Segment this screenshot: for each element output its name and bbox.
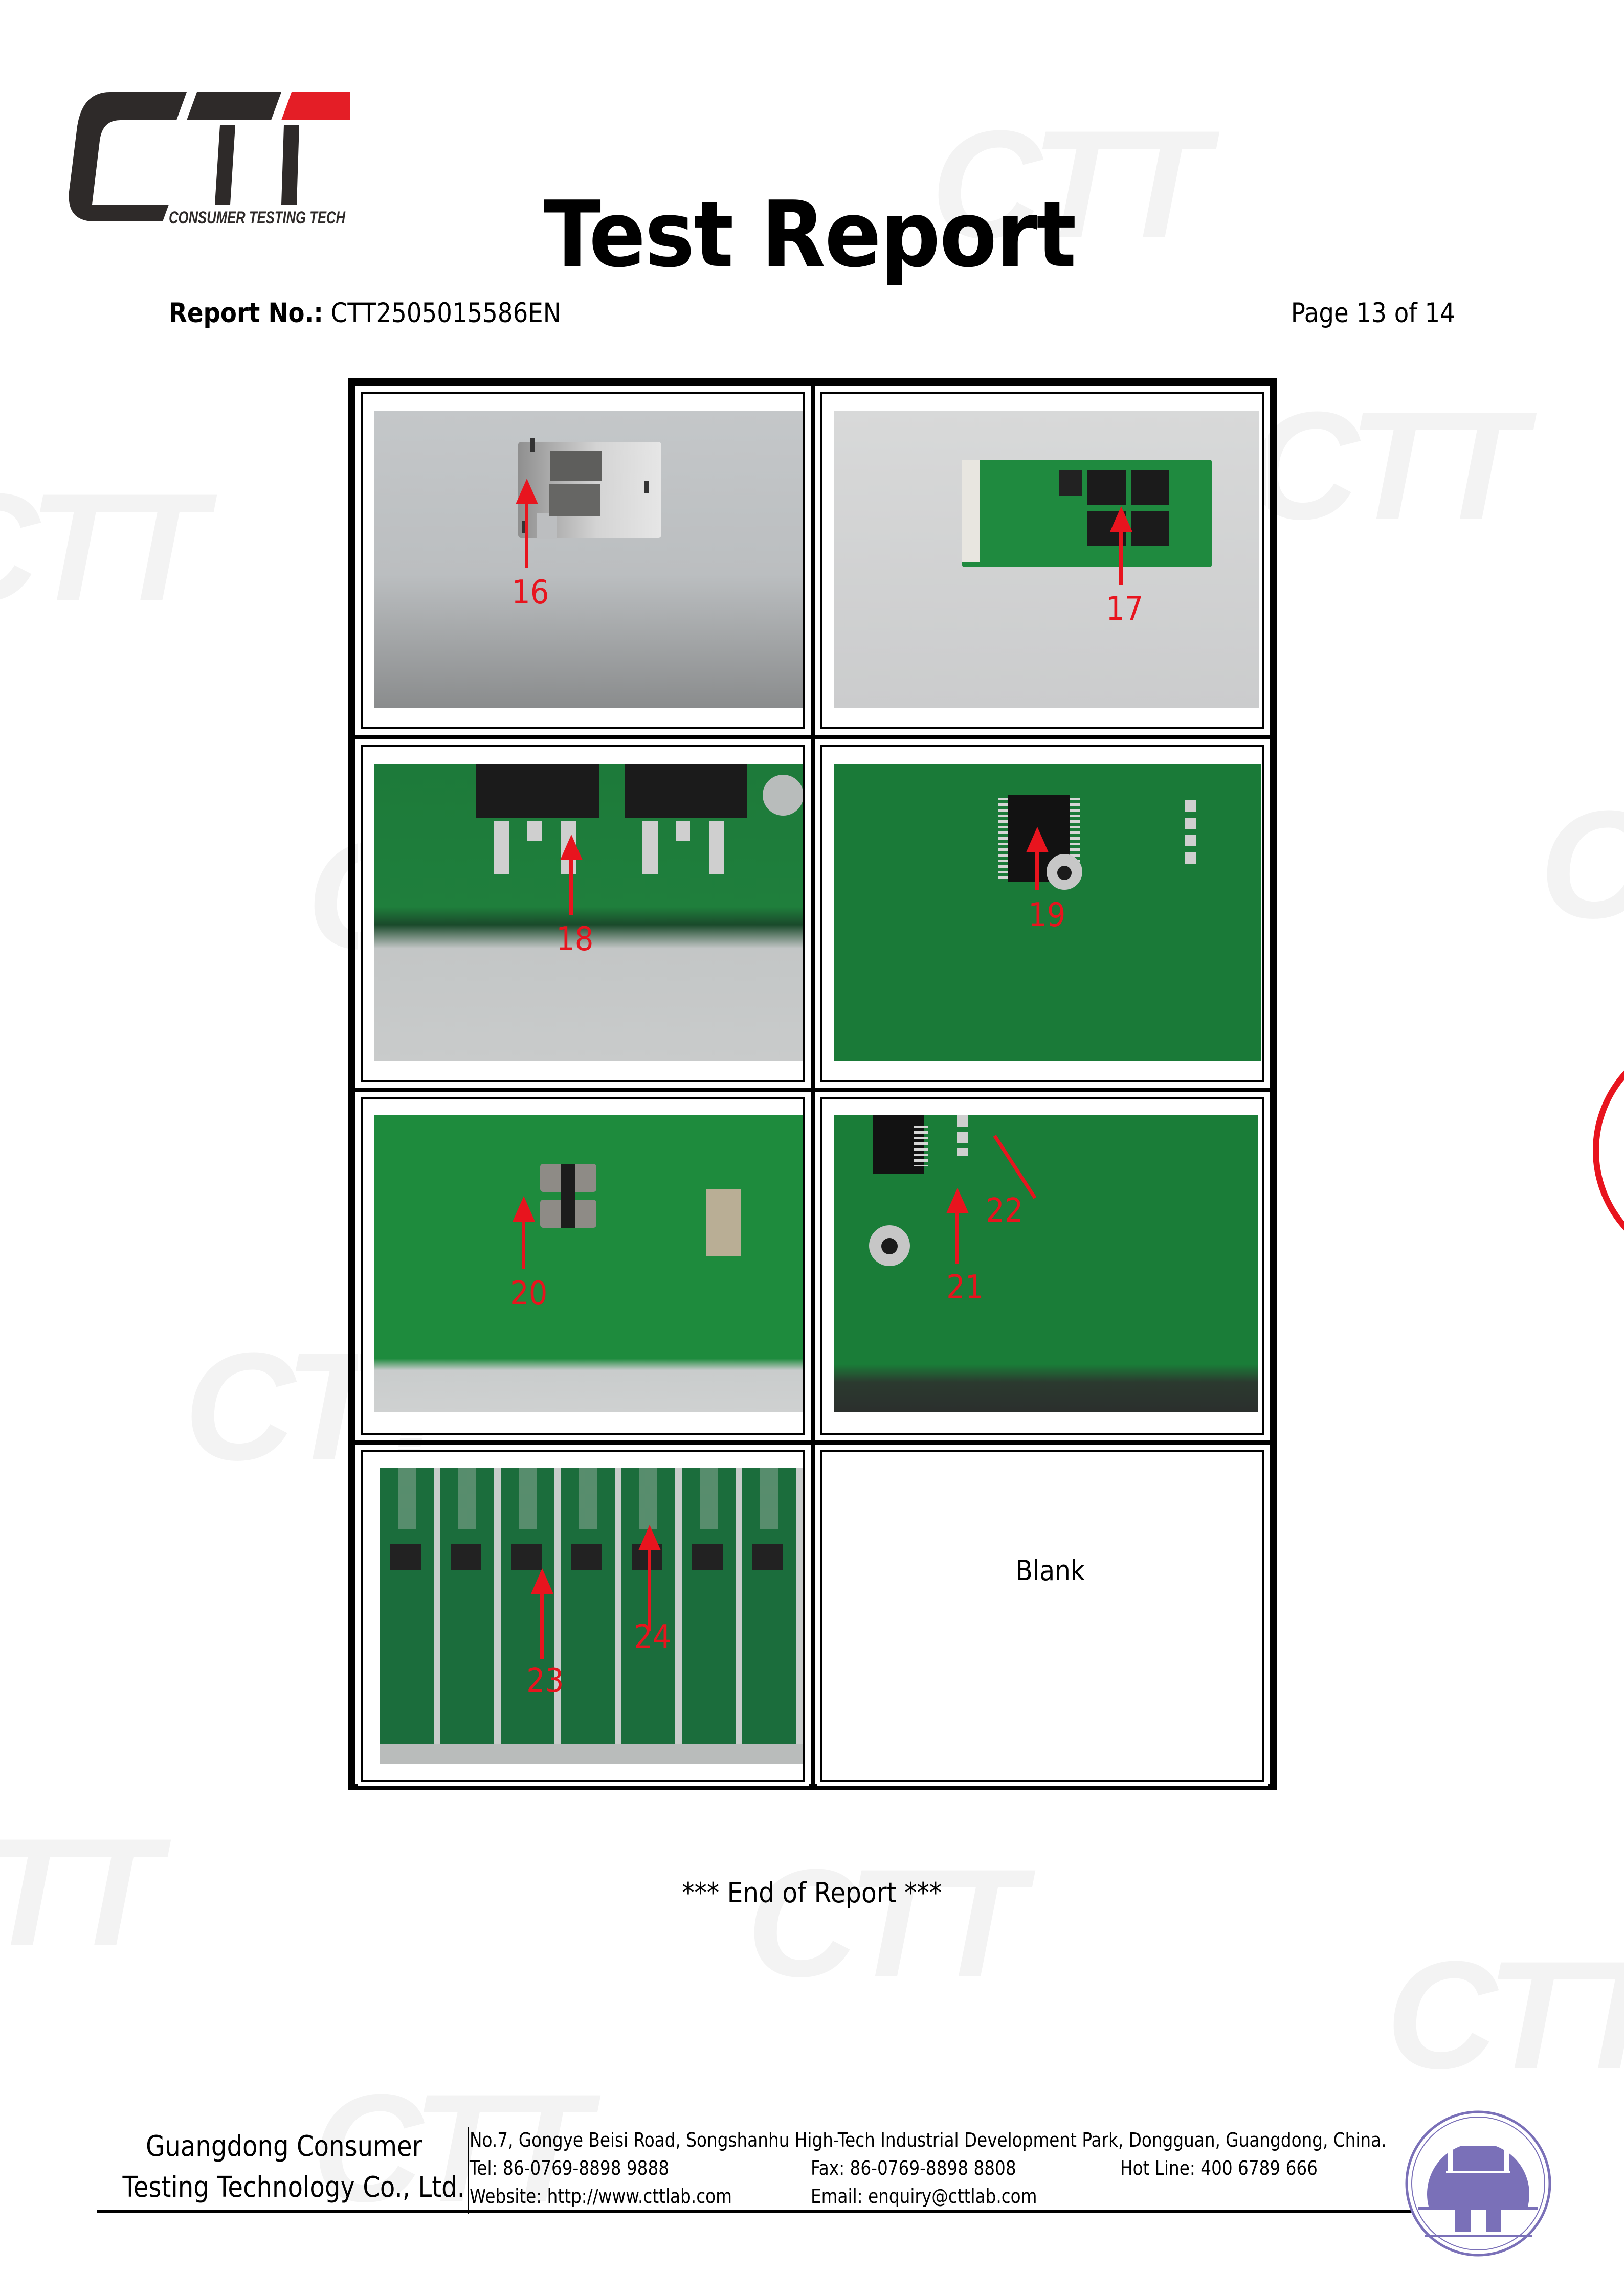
photo-cell-23-24: 23 24 <box>353 1443 813 1790</box>
page-title: Test Report <box>543 182 1076 287</box>
photo-table: 16 17 <box>348 378 1277 1790</box>
watermark: CTT <box>0 461 206 633</box>
svg-text:CONSUMER TESTING TECH: CONSUMER TESTING TECH <box>169 208 346 228</box>
end-of-report: *** End of Report *** <box>682 1877 942 1909</box>
watermark: CTT <box>1386 1929 1624 2101</box>
photo-cell-18: 18 <box>353 737 813 1090</box>
callout-23: 23 <box>526 1662 564 1700</box>
footer-fax: Fax: 86-0769-8898 8808 <box>811 2157 1016 2179</box>
watermark: CTT <box>312 2062 590 2234</box>
footer-tel: Tel: 86-0769-8898 9888 <box>470 2157 670 2179</box>
callout-16: 16 <box>511 574 549 612</box>
photo-cell-19: 19 <box>813 737 1272 1090</box>
footer-address: No.7, Gongye Beisi Road, Songshanhu High… <box>470 2129 1387 2151</box>
watermark: CTT <box>747 1837 1025 2009</box>
photo-heatsink: 16 <box>374 411 803 708</box>
footer-company-line2: Testing Technology Co., Ltd. <box>122 2171 465 2204</box>
photo-strip-pcbs: 23 24 <box>380 1468 803 1764</box>
footer-website: Website: http://www.cttlab.com <box>470 2185 732 2208</box>
footer-rule <box>97 2210 1412 2213</box>
page-number: Page 13 of 14 <box>1291 298 1455 329</box>
photo-cell-20: 20 <box>353 1090 813 1443</box>
callout-18: 18 <box>556 920 594 958</box>
callout-20: 20 <box>510 1275 548 1313</box>
callout-19: 19 <box>1028 896 1066 934</box>
company-seal-icon <box>1404 2109 1552 2258</box>
ctt-logo: CONSUMER TESTING TECH <box>66 89 358 233</box>
photo-cell-21-22: 21 22 <box>813 1090 1272 1443</box>
photo-pcb-board: 17 <box>834 411 1259 708</box>
blank-cell: Blank <box>813 1443 1272 1790</box>
footer-email: Email: enquiry@cttlab.com <box>811 2185 1037 2208</box>
callout-21: 21 <box>946 1269 984 1307</box>
watermark: CTT <box>931 98 1209 270</box>
watermark: CTT <box>0 1806 160 1978</box>
callout-17: 17 <box>1106 590 1144 628</box>
callout-24: 24 <box>634 1618 672 1656</box>
blank-label: Blank <box>1015 1555 1085 1587</box>
photo-smd-components: 21 22 <box>834 1115 1258 1412</box>
photo-ic-chip: 19 <box>834 764 1261 1061</box>
footer-hotline: Hot Line: 400 6789 666 <box>1120 2157 1318 2179</box>
watermark: CTT <box>1248 379 1526 551</box>
red-stamp-icon <box>1593 1028 1624 1273</box>
watermark: CTT <box>1540 787 1624 941</box>
photo-cell-17: 17 <box>813 384 1272 737</box>
footer-divider <box>468 2127 469 2214</box>
photo-shunt-resistors: 20 <box>374 1115 803 1412</box>
callout-22: 22 <box>986 1192 1024 1230</box>
footer-company-line1: Guangdong Consumer <box>145 2130 422 2163</box>
photo-cell-16: 16 <box>353 384 813 737</box>
report-number: Report No.: CTT2505015586EN <box>169 298 561 329</box>
photo-mosfet-leads: 18 <box>374 764 803 1061</box>
